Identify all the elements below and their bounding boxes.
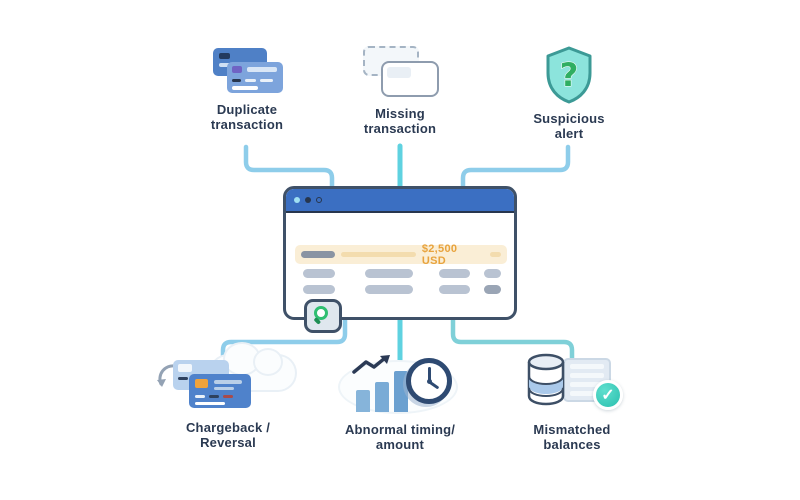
label-line: Mismatched xyxy=(533,422,611,437)
front-card xyxy=(189,374,251,408)
node-label-abnormal: Abnormal timing/ amount xyxy=(325,422,475,452)
question-mark-glyph: ? xyxy=(560,56,579,94)
node-mismatched-balances: ✓ Mismatched balances xyxy=(497,352,647,452)
label-line: transaction xyxy=(210,117,284,132)
trend-arrow-icon xyxy=(352,355,390,374)
row-end-pill xyxy=(490,252,502,257)
connector-duplicate-to-window xyxy=(243,144,335,193)
node-duplicate-transaction: Duplicate transaction xyxy=(172,48,322,132)
magnifier-icon xyxy=(312,305,334,327)
label-line: transaction xyxy=(363,121,437,136)
card-chip xyxy=(219,53,230,59)
label-line: Suspicious xyxy=(533,111,605,126)
search-badge xyxy=(304,299,342,333)
duplicate-cards-icon xyxy=(210,48,284,96)
shield-icon: ? xyxy=(546,46,592,104)
chart-bar xyxy=(394,371,408,412)
node-abnormal-timing: Abnormal timing/ amount xyxy=(325,352,475,452)
card-reversal-icon xyxy=(153,344,303,414)
label-line: Reversal xyxy=(200,435,256,450)
empty-card xyxy=(381,61,439,97)
shield-question-icon: ? xyxy=(541,45,597,105)
check-badge: ✓ xyxy=(593,380,623,410)
database-icon xyxy=(527,353,565,406)
chart-bar xyxy=(375,382,389,412)
node-label-mismatched: Mismatched balances xyxy=(497,422,647,452)
titlebar-dot xyxy=(294,197,300,203)
database-check-icon: ✓ xyxy=(517,352,627,416)
label-line: amount xyxy=(375,437,425,452)
placeholder-row xyxy=(295,269,507,278)
connector-window-to-chargeback xyxy=(220,313,348,383)
node-label-chargeback: Chargeback / Reversal xyxy=(153,420,303,450)
node-label-duplicate: Duplicate transaction xyxy=(172,102,322,132)
front-card xyxy=(227,62,283,93)
connector-window-to-mismatched xyxy=(450,313,575,380)
ghost-card-icon xyxy=(359,46,441,100)
card-chip xyxy=(232,66,242,73)
transaction-amount: $2,500 USD xyxy=(421,242,458,267)
placeholder-row xyxy=(295,285,507,294)
window-titlebar xyxy=(286,189,514,213)
label-line: Chargeback / xyxy=(185,420,271,435)
node-label-missing: Missing transaction xyxy=(325,106,475,136)
check-icon: ✓ xyxy=(601,387,615,404)
node-chargeback-reversal: Chargeback / Reversal xyxy=(153,344,303,450)
bar-chart-clock-icon xyxy=(340,352,460,416)
row-id-pill xyxy=(301,251,335,258)
reversal-arrow-icon xyxy=(157,364,177,387)
node-missing-transaction: Missing transaction xyxy=(325,46,475,136)
connector-suspicious-to-window xyxy=(460,144,571,193)
card-stripe xyxy=(247,67,277,72)
label-line: Missing xyxy=(375,106,425,121)
node-label-suspicious: Suspicious alert xyxy=(494,111,644,141)
card-chip xyxy=(195,379,208,388)
label-line: alert xyxy=(554,126,584,141)
node-suspicious-alert: ? Suspicious alert xyxy=(494,45,644,141)
label-line: Abnormal timing/ xyxy=(344,422,456,437)
titlebar-dot xyxy=(305,197,311,203)
label-line: Duplicate xyxy=(216,102,278,117)
clock-icon xyxy=(406,358,452,404)
label-line: balances xyxy=(543,437,601,452)
transaction-browser-window: $2,500 USD xyxy=(283,186,517,333)
titlebar-dot xyxy=(316,197,322,203)
highlighted-transaction-row: $2,500 USD xyxy=(295,242,507,267)
chart-bar xyxy=(356,390,370,412)
row-placeholder-bar xyxy=(340,252,416,257)
